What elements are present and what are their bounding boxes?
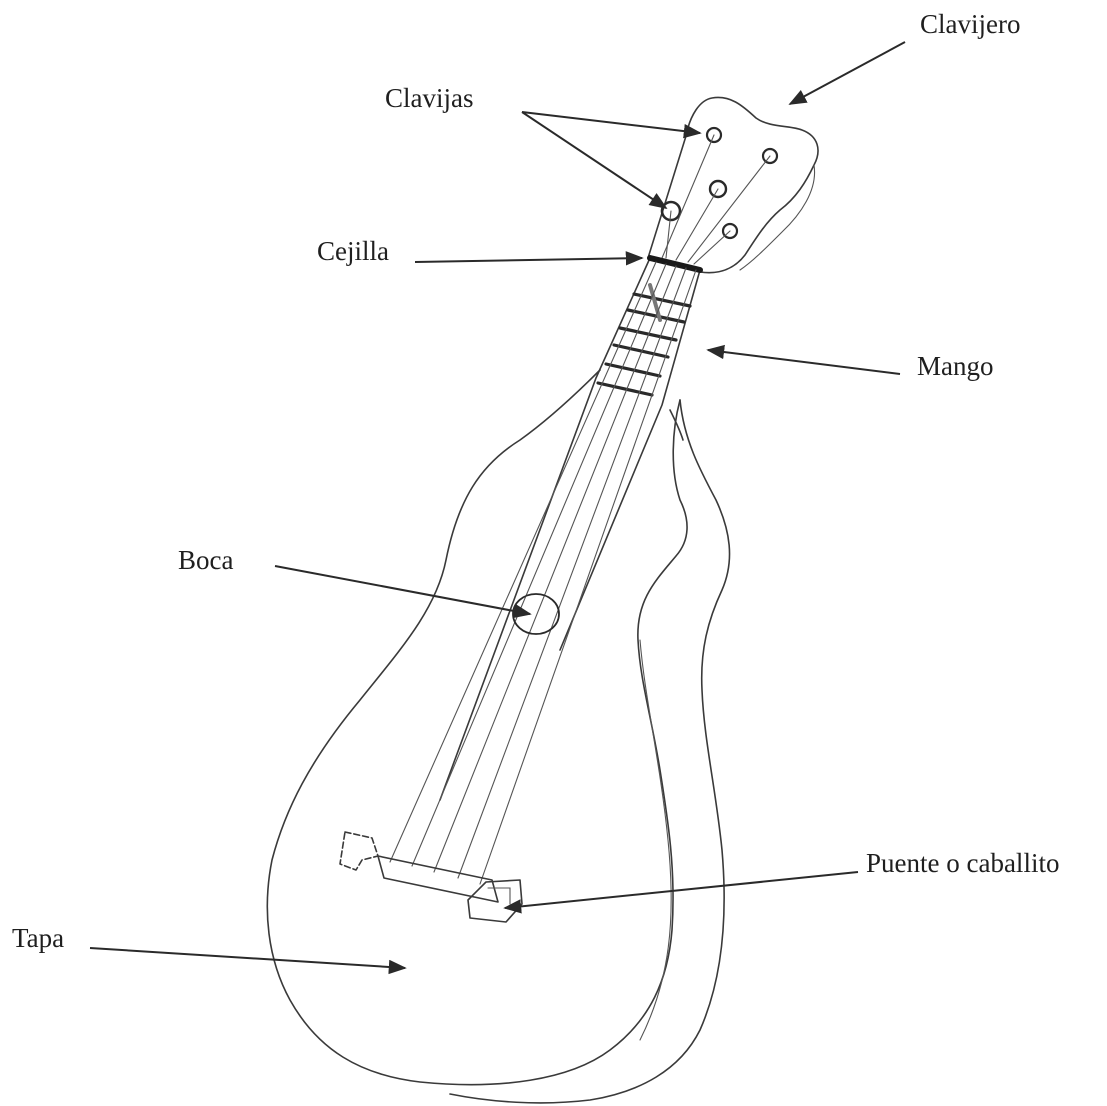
guitar-side-outline: [450, 400, 730, 1103]
leader-lines: [90, 42, 905, 968]
label-clavijero: Clavijero: [920, 9, 1020, 39]
label-puente: Puente o caballito: [866, 848, 1059, 878]
label-clavijas: Clavijas: [385, 83, 474, 113]
mango-arrow: [708, 350, 900, 374]
boca-arrow: [275, 566, 530, 614]
bridge: [340, 832, 522, 922]
guitar-body-outline: [267, 370, 687, 1085]
label-tapa: Tapa: [12, 923, 64, 953]
neck-left-edge: [440, 258, 650, 800]
headstock-strings: [662, 135, 770, 264]
clavijero-arrow: [790, 42, 905, 104]
label-cejilla: Cejilla: [317, 236, 389, 266]
guitar-side-inner: [640, 640, 671, 1040]
tapa-arrow: [90, 948, 405, 968]
neck-strings: [390, 262, 696, 884]
headstock-outline: [648, 97, 818, 272]
sound-hole: [513, 594, 559, 634]
neck-right-edge: [560, 270, 700, 650]
cejilla-arrow: [415, 258, 642, 262]
label-mango: Mango: [917, 351, 994, 381]
labels: Clavijero Clavijas Cejilla Mango Boca Pu…: [12, 9, 1059, 953]
label-boca: Boca: [178, 545, 233, 575]
puente-arrow: [505, 872, 858, 908]
